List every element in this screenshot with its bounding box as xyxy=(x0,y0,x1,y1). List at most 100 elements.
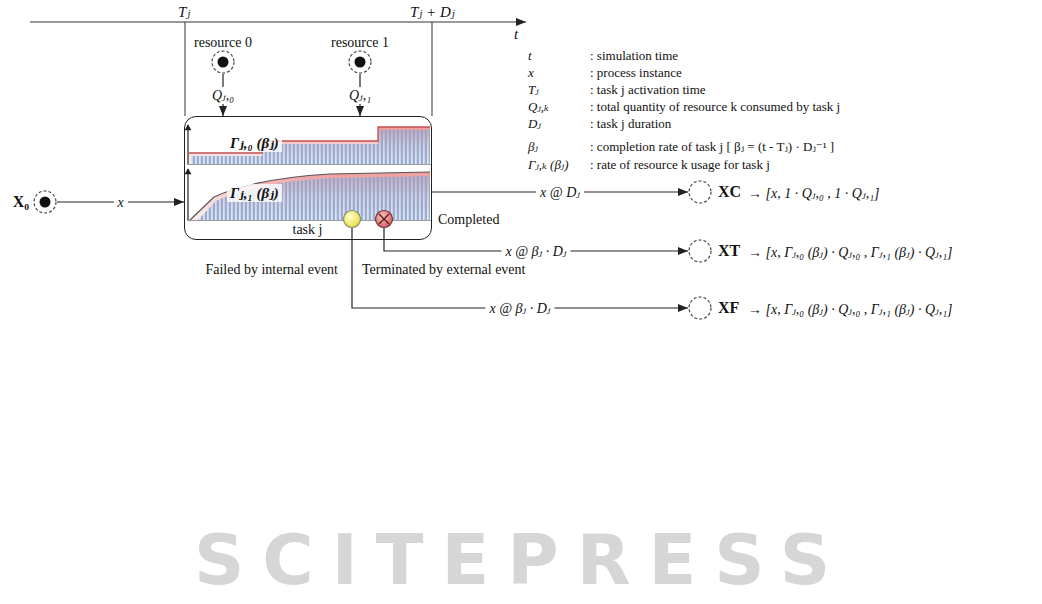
band-axis xyxy=(187,125,188,165)
event-circle xyxy=(376,211,393,228)
glossary-symbol: Qⱼ,ₖ xyxy=(528,99,549,115)
token-dot xyxy=(355,57,366,68)
label-holder: Qⱼ,₁ xyxy=(345,86,375,104)
output-tuple: → [x, Γⱼ,₀ (βⱼ) · Qⱼ,₀ , Γⱼ,₁ (βⱼ) · Qⱼ,… xyxy=(748,244,953,261)
glossary-symbol: t xyxy=(528,48,532,64)
label-holder: x xyxy=(528,63,534,81)
usage-band: Γⱼ,₀ (βⱼ) xyxy=(187,123,431,165)
res-symbol xyxy=(211,50,235,74)
label-holder: Tⱼ xyxy=(528,80,539,98)
outcome-label: Completed xyxy=(438,211,499,228)
out-symbol xyxy=(688,180,712,204)
place-outline xyxy=(212,51,234,73)
place-outline xyxy=(689,240,711,262)
label-holder: task j xyxy=(185,220,430,238)
label-holder: : completion rate of task j [ βⱼ = (t - … xyxy=(590,137,834,155)
fail-symbol xyxy=(343,210,361,228)
sink-place: XT xyxy=(688,239,712,263)
place-outline xyxy=(349,51,371,73)
time-mark: Tⱼ xyxy=(178,3,190,21)
node-label: Γⱼ,₁ (βⱼ) xyxy=(227,184,282,202)
label-holder: : task j activation time xyxy=(590,80,706,98)
usage-area xyxy=(189,127,430,165)
glossary-text: : total quantity of resource k consumed … xyxy=(590,99,840,115)
out-symbol xyxy=(688,296,712,320)
usage-bars xyxy=(191,130,430,165)
glossary-symbol: βⱼ xyxy=(528,139,538,155)
usage-curve xyxy=(189,127,430,153)
label-holder: : total quantity of resource k consumed … xyxy=(590,97,840,115)
edge-label: x @ Dⱼ xyxy=(536,184,584,201)
label-holder: → [x, 1 · Qⱼ,₀ , 1 · Qⱼ,₁] xyxy=(748,184,879,202)
activation-marker xyxy=(185,22,186,116)
label-holder: : task j duration xyxy=(590,114,671,132)
usage-area xyxy=(189,172,430,221)
label-holder: Dⱼ xyxy=(528,114,541,132)
glossary-symbol: Γⱼ,ₖ (βⱼ) xyxy=(528,157,569,173)
node-label: task j xyxy=(293,221,323,238)
edge-label: x @ βⱼ · Dⱼ xyxy=(485,300,554,317)
label-holder: Tⱼ + Dⱼ xyxy=(410,3,455,21)
edge-label: x @ βⱼ · Dⱼ xyxy=(501,243,570,260)
glossary-text: : process instance xyxy=(590,65,682,81)
source-place: X₀ xyxy=(33,190,57,214)
token-dot xyxy=(40,197,51,208)
label-holder: : rate of resource k usage for task j xyxy=(590,155,770,173)
label-holder: Failed by internal event xyxy=(138,260,338,278)
label-holder: x xyxy=(113,193,127,211)
glossary-text: : completion rate of task j [ βⱼ = (t - … xyxy=(590,139,834,155)
res-symbol xyxy=(33,190,57,214)
cancel-cross xyxy=(379,214,389,224)
node-label: Γⱼ,₀ (βⱼ) xyxy=(227,134,282,152)
token-dot xyxy=(218,57,229,68)
glossary-symbol: x xyxy=(528,65,534,81)
place-outline xyxy=(689,297,711,319)
label-holder: t xyxy=(514,25,518,43)
term-symbol xyxy=(375,210,393,228)
label-holder: → [x, Γⱼ,₀ (βⱼ) · Qⱼ,₀ , Γⱼ,₁ (βⱼ) · Qⱼ,… xyxy=(748,300,953,318)
sink-place: XC xyxy=(688,180,712,204)
edge-label: Qⱼ,₀ xyxy=(208,87,238,104)
usage-bars xyxy=(197,176,430,221)
label-holder: t xyxy=(528,46,532,64)
edge-label: Qⱼ,₁ xyxy=(345,87,375,104)
time-mark: Tⱼ + Dⱼ xyxy=(410,3,455,21)
output-tuple: → [x, 1 · Qⱼ,₀ , 1 · Qⱼ,₁] xyxy=(748,185,879,202)
node-label: X₀ xyxy=(13,192,29,211)
label-holder: : process instance xyxy=(590,63,682,81)
output-tuple: → [x, Γⱼ,₀ (βⱼ) · Qⱼ,₀ , Γⱼ,₁ (βⱼ) · Qⱼ,… xyxy=(748,301,953,318)
label-holder: XC xyxy=(718,182,752,201)
label-holder: → [x, Γⱼ,₀ (βⱼ) · Qⱼ,₀ , Γⱼ,₁ (βⱼ) · Qⱼ,… xyxy=(748,243,953,261)
label-holder: X₀ xyxy=(3,192,29,211)
label-holder: Γⱼ,ₖ (βⱼ) xyxy=(528,155,569,173)
label-holder: Qⱼ,₀ xyxy=(208,86,238,104)
label-holder: XF xyxy=(718,298,752,317)
label-holder: Γⱼ,₁ (βⱼ) xyxy=(227,184,282,202)
label-holder: βⱼ xyxy=(528,137,538,155)
label-holder: resource 0 xyxy=(173,33,273,51)
place-outline xyxy=(34,191,56,213)
glossary-text: : simulation time xyxy=(590,48,678,64)
node-label: resource 1 xyxy=(331,34,389,51)
label-holder: Γⱼ,₀ (βⱼ) xyxy=(227,134,282,152)
node-label: XF xyxy=(718,298,739,317)
label-holder: : simulation time xyxy=(590,46,678,64)
res-symbol xyxy=(348,50,372,74)
resource-pool: resource 1 xyxy=(348,50,372,74)
label-holder: Completed xyxy=(438,210,499,228)
completion-marker xyxy=(432,22,433,116)
node-label: Failed by internal event xyxy=(205,261,338,278)
label-holder: x @ βⱼ · Dⱼ xyxy=(501,242,570,260)
resource-pool: resource 0 xyxy=(211,50,235,74)
glossary-symbol: Tⱼ xyxy=(528,82,539,98)
glossary-symbol: Dⱼ xyxy=(528,116,541,132)
node-label: XT xyxy=(718,241,740,260)
sink-place: XF xyxy=(688,296,712,320)
usage-band: Γⱼ,₁ (βⱼ) xyxy=(187,167,431,221)
label-holder: SCITEPRESS xyxy=(0,522,1042,598)
label-holder: x @ βⱼ · Dⱼ xyxy=(485,299,554,317)
edge-label: x xyxy=(113,194,127,211)
node-label: Terminated by external event xyxy=(362,261,525,278)
label-holder: x @ Dⱼ xyxy=(536,183,584,201)
